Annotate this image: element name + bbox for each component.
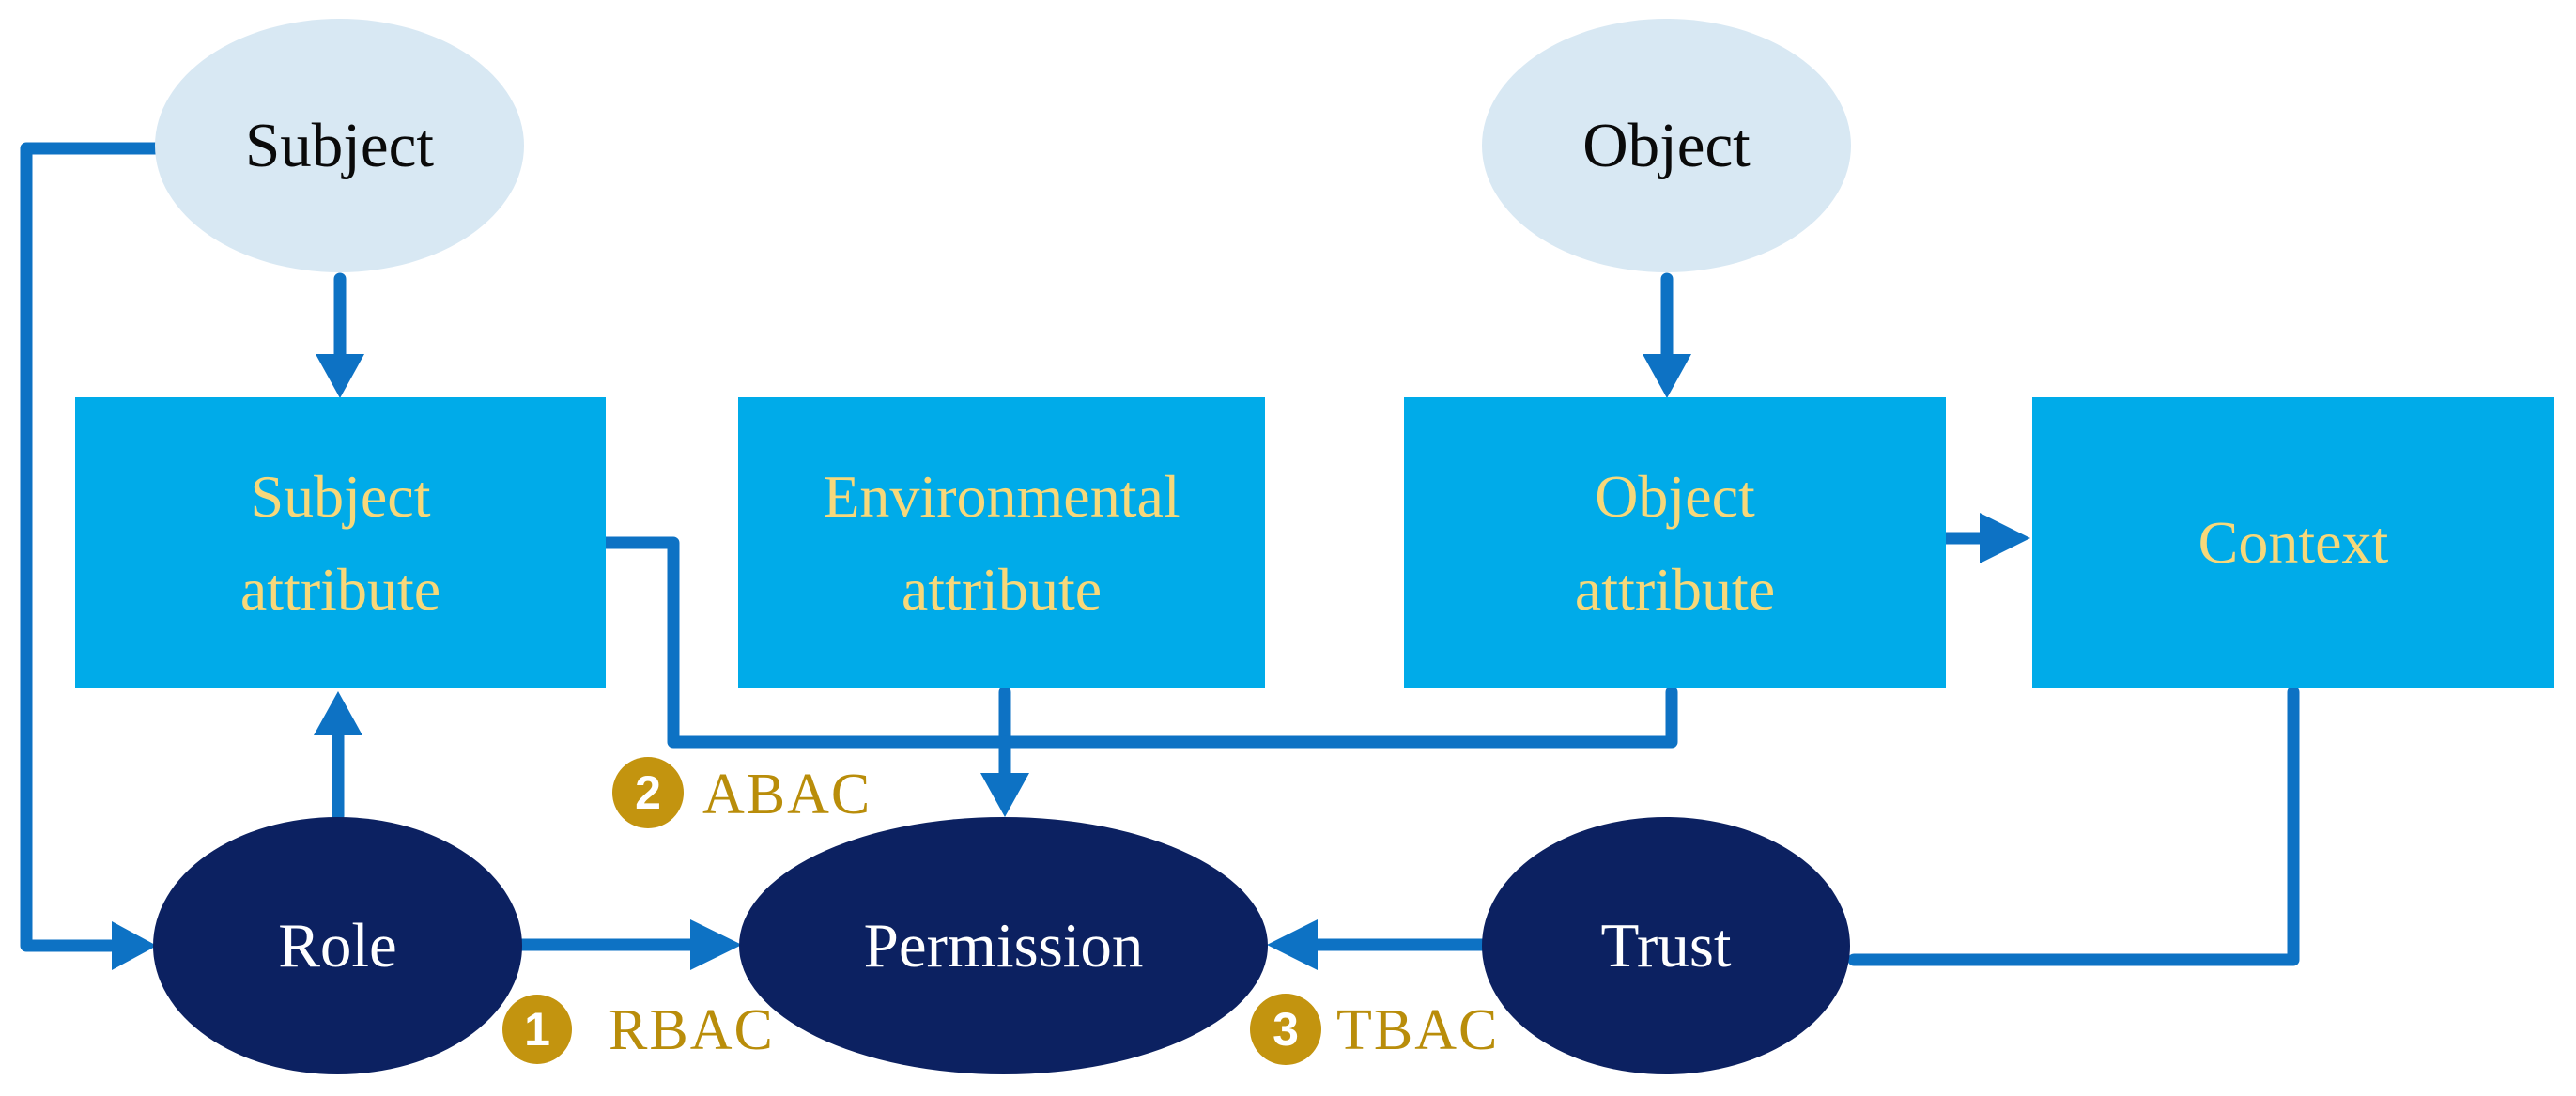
role-node: Role	[153, 817, 522, 1074]
abac-number-badge: 2	[612, 757, 684, 828]
environmental-attribute-node: Environmental attribute	[738, 397, 1265, 688]
tbac-label: TBAC	[1336, 998, 1500, 1062]
permission-node: Permission	[739, 817, 1268, 1074]
rbac-number-badge: 1	[502, 995, 572, 1064]
subject-label: Subject	[245, 110, 434, 180]
context-label: Context	[2198, 509, 2389, 577]
abac-label: ABAC	[702, 763, 872, 826]
arrow-bus-to-permission-head	[980, 773, 1029, 817]
context-node: Context	[2032, 397, 2554, 688]
subject-attribute-label: Subject attribute	[239, 462, 441, 623]
arrow-subject-to-role-head	[112, 921, 157, 970]
object-node: Object	[1482, 19, 1851, 272]
arrow-role-to-permission-head	[690, 919, 742, 970]
object-attribute-node: Object attribute	[1404, 397, 1946, 688]
arrow-role-to-subject-attribute-head	[314, 691, 362, 735]
tbac-number-badge: 3	[1250, 994, 1321, 1065]
rbac-label: RBAC	[609, 998, 775, 1062]
arrow-subject-to-role-rail	[20, 142, 166, 952]
arrow-object-to-object-attribute-head	[1643, 354, 1691, 398]
environmental-attribute-label: Environmental attribute	[823, 462, 1180, 623]
arrow-trust-to-permission-head	[1267, 919, 1318, 970]
trust-node: Trust	[1482, 817, 1850, 1074]
role-label: Role	[278, 910, 397, 980]
subject-node: Subject	[155, 19, 524, 272]
arrow-object-attribute-to-context-head	[1980, 513, 2030, 563]
abac-junction-bus	[599, 536, 1678, 749]
object-label: Object	[1582, 110, 1751, 180]
trust-label: Trust	[1600, 910, 1732, 980]
permission-label: Permission	[863, 910, 1144, 980]
arrow-subject-to-subject-attribute-head	[316, 354, 364, 398]
context-to-trust-line	[1847, 686, 2300, 966]
subject-attribute-node: Subject attribute	[75, 397, 606, 688]
object-attribute-label: Object attribute	[1574, 462, 1776, 623]
